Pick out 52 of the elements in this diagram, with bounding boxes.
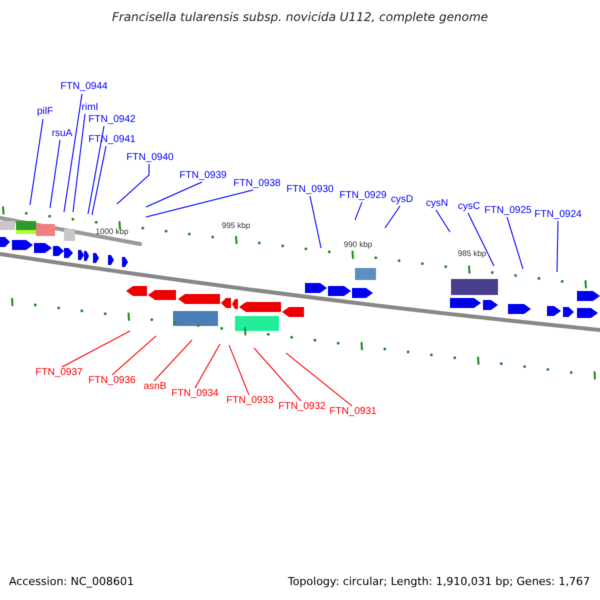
leader-line (286, 352, 352, 406)
leader-line (146, 182, 202, 208)
gene-label: pilF (36, 107, 54, 117)
title: Francisella tularensis subsp. novicida U112, complete genome (110, 10, 490, 24)
leader-line (146, 190, 254, 218)
leader-line (62, 330, 130, 368)
gene-label: FTN_0933 (226, 396, 274, 406)
gene-label: FTN_0934 (171, 389, 219, 399)
leader-line (92, 146, 106, 216)
position-marker: 1000 kbp (96, 228, 128, 236)
gene-label: FTN_0932 (278, 402, 326, 412)
leader-line (354, 202, 362, 220)
gene-label: FTN_0937 (35, 368, 83, 378)
gene-label: cysD (390, 195, 414, 205)
leader-line (30, 118, 44, 206)
gene-label: FTN_0939 (179, 171, 227, 181)
leader-line (436, 210, 450, 232)
gene-label: FTN_0940 (126, 153, 174, 163)
leader-line (506, 216, 524, 270)
leader-line (194, 344, 220, 388)
footer-text: Accession: NC_008601 (9, 576, 134, 587)
leader-line (228, 344, 250, 396)
gene-label: FTN_0924 (534, 210, 582, 220)
gene-label: FTN_0929 (339, 191, 387, 201)
gene-label: FTN_0925 (484, 206, 532, 216)
position-marker: 990 kbp (344, 241, 372, 249)
footer-text: Topology: circular; Length: 1,910,031 bp; Genes: 1,767 (288, 576, 590, 587)
gene-label: cysC (458, 202, 480, 212)
leader-line (112, 336, 156, 376)
leader-line (154, 340, 192, 382)
gene-label: rsuA (52, 129, 72, 139)
leader-line (254, 348, 302, 402)
leader-line (310, 196, 322, 248)
gene-label: FTN_0936 (88, 376, 136, 386)
leader-line (72, 114, 86, 212)
leader-line (116, 164, 150, 204)
gene-label: cysN (426, 199, 448, 209)
leader-line (468, 212, 494, 266)
leader-line (384, 206, 400, 228)
leader-line (64, 94, 82, 212)
gene-label: FTN_0942 (88, 115, 136, 125)
leader-line (50, 140, 60, 208)
leader-line (556, 220, 558, 272)
gene-label: FTN_0938 (233, 179, 281, 189)
gene-label: FTN_0944 (60, 82, 108, 92)
gene-label: FTN_0931 (329, 407, 377, 417)
position-marker: 985 kbp (458, 250, 486, 258)
gene-label: FTN_0930 (286, 185, 334, 195)
position-marker: 995 kbp (222, 222, 250, 230)
gene-label: rimI (82, 103, 98, 113)
gene-label: asnB (144, 382, 166, 392)
leader-line (88, 126, 104, 214)
